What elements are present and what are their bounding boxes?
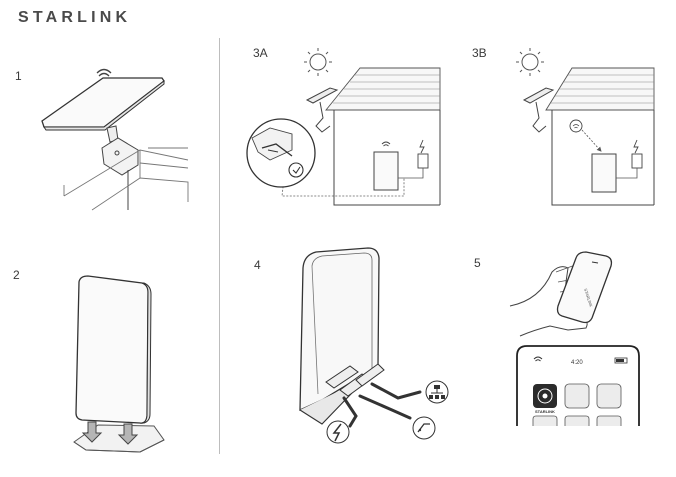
step-number-3b: 3B <box>472 46 487 60</box>
step5-illustration: STARLINK 4:20 STARLINK <box>509 251 640 426</box>
step1-illustration <box>41 68 189 211</box>
step2-illustration <box>73 275 165 453</box>
smartphone-device: STARLINK <box>556 251 613 324</box>
check-icon <box>288 162 304 178</box>
brand-wordmark: STARLINK <box>18 9 132 26</box>
step-number-5: 5 <box>474 256 481 270</box>
dish-icon <box>412 416 436 440</box>
app-tile[interactable] <box>532 415 558 426</box>
network-icon <box>425 380 449 404</box>
sun-icon <box>516 48 544 76</box>
handset-label: STARLINK <box>583 288 594 308</box>
app-label: STARLINK <box>535 409 555 414</box>
step-number-2: 2 <box>13 268 20 282</box>
app-tile[interactable] <box>564 415 590 426</box>
step4-illustration <box>299 247 449 444</box>
app-tile[interactable] <box>564 383 590 409</box>
step3a-illustration <box>246 48 441 206</box>
insert-arrow-right <box>117 423 139 445</box>
starlink-dish <box>41 77 165 131</box>
battery-icon <box>614 357 628 364</box>
step3b-illustration <box>516 48 655 206</box>
router-device <box>75 275 152 424</box>
lightning-icon <box>326 420 350 444</box>
router-device <box>299 247 380 425</box>
lightning-icon <box>633 139 639 154</box>
panel-divider <box>219 38 220 454</box>
wifi-icon <box>533 356 543 362</box>
step-number-3a: 3A <box>253 46 268 60</box>
lightning-icon <box>419 139 425 154</box>
insert-arrow-left <box>81 421 103 443</box>
step-number-1: 1 <box>15 69 22 83</box>
wifi-icon <box>381 141 391 147</box>
app-tile[interactable] <box>596 383 622 409</box>
step-number-4: 4 <box>254 258 261 272</box>
app-tile[interactable] <box>596 415 622 426</box>
wifi-icon <box>572 124 580 129</box>
detail-magnifier <box>246 118 316 188</box>
sun-icon <box>304 48 332 76</box>
phone-screen-closeup: 4:20 STARLINK <box>516 345 640 426</box>
status-time: 4:20 <box>571 360 583 366</box>
app-starlink[interactable] <box>533 384 557 408</box>
